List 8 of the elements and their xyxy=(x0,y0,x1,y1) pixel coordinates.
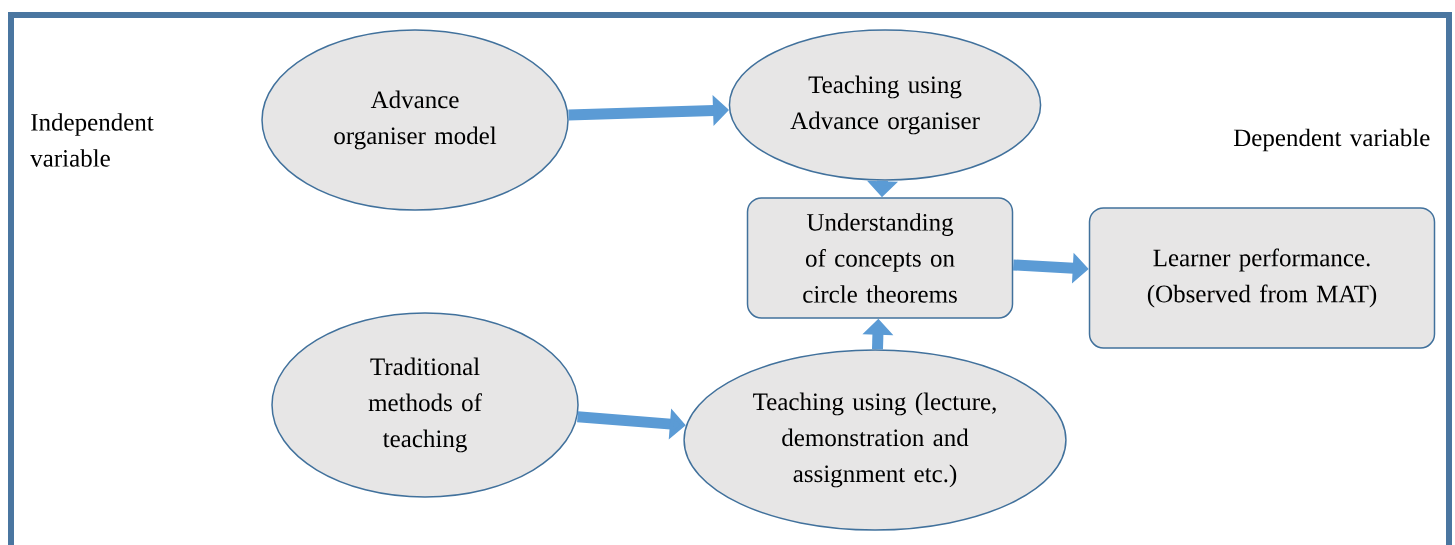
ellipse-node: Traditional methods of teaching xyxy=(271,312,579,498)
ellipse-node: Advance organiser model xyxy=(261,29,569,211)
ellipse-node: Teaching using (lecture, demonstration and assignment etc.) xyxy=(683,349,1067,531)
side-label: Independent variable xyxy=(30,113,154,167)
rounded-box: Learner performance. (Observed from MAT) xyxy=(1088,207,1436,349)
rounded-box: Understanding of concepts on circle theorems xyxy=(746,197,1014,319)
ellipse-node: Teaching using Advance organiser xyxy=(728,29,1042,181)
side-label: Dependent variable xyxy=(1233,128,1430,152)
